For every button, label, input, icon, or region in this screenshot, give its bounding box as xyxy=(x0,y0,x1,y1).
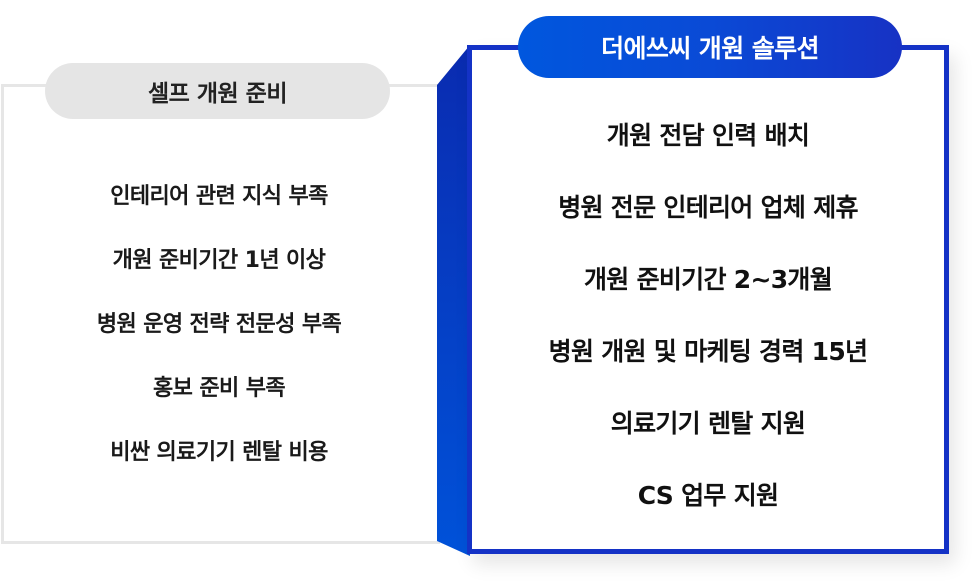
list-item: 의료기기 렌탈 지원 xyxy=(610,409,806,438)
list-item: 비싼 의료기기 렌탈 비용 xyxy=(110,440,328,465)
list-item: 병원 운영 전략 전문성 부족 xyxy=(96,312,342,337)
self-preparation-list: 인테리어 관련 지식 부족 개원 준비기간 1년 이상 병원 운영 전략 전문성… xyxy=(1,165,437,485)
solution-list: 개원 전담 인력 배치 병원 전문 인테리어 업체 제휴 개원 준비기간 2~3… xyxy=(467,100,949,532)
list-item: CS 업무 지원 xyxy=(637,481,779,510)
list-item: 홍보 준비 부족 xyxy=(153,376,286,401)
list-item: 병원 전문 인테리어 업체 제휴 xyxy=(558,193,858,222)
list-item: 개원 준비기간 2~3개월 xyxy=(583,265,833,294)
list-item: 인테리어 관련 지식 부족 xyxy=(110,184,328,209)
solution-title: 더에쓰씨 개원 솔루션 xyxy=(518,16,902,78)
list-item: 개원 준비기간 1년 이상 xyxy=(112,248,326,273)
self-preparation-title: 셀프 개원 준비 xyxy=(45,63,390,119)
list-item: 병원 개원 및 마케팅 경력 15년 xyxy=(548,337,868,366)
self-preparation-panel xyxy=(1,84,440,544)
list-item: 개원 전담 인력 배치 xyxy=(606,121,810,150)
